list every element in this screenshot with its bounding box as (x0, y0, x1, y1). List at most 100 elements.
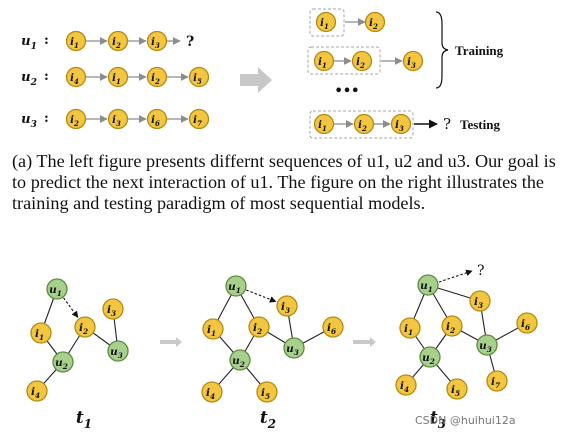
graph-3-node-i6-circle (516, 312, 538, 334)
train-2-input-2: i2 (351, 50, 373, 72)
time-step-label-2: t2 (260, 408, 276, 431)
graph-1-node-i1: i1 (30, 322, 52, 344)
graph-2-node-i3-circle (276, 295, 298, 317)
graph-2-node-i5-label: i5 (261, 387, 270, 401)
graph-3-node-i5: i5 (446, 378, 468, 400)
graph-1-node-i4-circle (26, 380, 48, 402)
graph-2-node-u2-label: u2 (232, 355, 245, 369)
graph-1-node-i4-label: i4 (31, 386, 40, 400)
test-input-1-label: i1 (318, 120, 327, 133)
seq-2-item-2-label: i2 (151, 73, 160, 86)
seq-1-item-1-circle (65, 30, 87, 52)
train-2-target-circle (402, 50, 424, 72)
seq-3-item-7-label: i7 (193, 115, 202, 128)
seq-2-item-5-circle (188, 66, 210, 88)
graph-1-node-i1-circle (30, 322, 52, 344)
graph-3-node-i4-label: i4 (400, 380, 409, 394)
graph-2-node-u1: u1 (225, 275, 247, 297)
graph-1-node-u1-circle (46, 278, 68, 300)
graph-2-node-i5: i5 (256, 381, 278, 403)
graph-1-node-u2-circle (52, 351, 74, 373)
seq-3-item-3-circle (107, 108, 129, 130)
input-window-box (307, 46, 381, 75)
seq-2-item-1-label: i1 (112, 73, 121, 86)
predicted-edge (246, 289, 277, 303)
colon: : (44, 69, 49, 84)
train-1-target-circle (364, 11, 386, 33)
graph-3-node-u1: u1 (417, 274, 439, 296)
graph-3-node-i2: i2 (441, 315, 463, 337)
test-input-3: i3 (390, 113, 412, 135)
graph-2-node-i6-label: i6 (327, 322, 336, 336)
colon: : (44, 111, 49, 126)
seq-2-item-2: i2 (146, 66, 168, 88)
train-1-input-circle (315, 11, 337, 33)
graph-3-node-i1: i1 (399, 317, 421, 339)
graph-1-node-i2-circle (74, 316, 96, 338)
graph-3-node-i5-circle (446, 378, 468, 400)
test-input-3-circle (390, 113, 412, 135)
graph-2-node-i2: i2 (248, 316, 270, 338)
user-2-label: u2 (21, 70, 37, 88)
query-edge (438, 269, 473, 283)
graph-3-node-i4: i4 (395, 374, 417, 396)
graph-2-node-u2-circle (229, 349, 251, 371)
train-1-target: i2 (364, 11, 386, 33)
graph-2-node-u1-circle (225, 275, 247, 297)
figure-caption: (a) The left figure presents differnt se… (12, 151, 556, 213)
graph-1-node-i2-label: i2 (79, 322, 88, 336)
seq-1-item-3-label: i3 (151, 37, 160, 50)
seq-1-item-2: i2 (107, 30, 129, 52)
seq-3-item-6-label: i6 (151, 115, 160, 128)
graph-1-node-u2-label: u2 (55, 357, 68, 371)
graph-1-node-i2: i2 (74, 316, 96, 338)
graph-3-node-i2-label: i2 (446, 321, 455, 335)
test-target-unknown: ? (443, 115, 451, 133)
seq-2-item-4-circle (65, 66, 87, 88)
seq-2-item-2-circle (146, 66, 168, 88)
graph-3-node-i6: i6 (516, 312, 538, 334)
test-input-1-circle (313, 113, 335, 135)
seq-1-item-3: i3 (146, 30, 168, 52)
training-brace (435, 11, 449, 89)
graph-3-node-i2-circle (441, 315, 463, 337)
seq-2-item-5-label: i5 (193, 73, 202, 86)
graph-1-node-u3-circle (107, 340, 129, 362)
train-2-target-label: i3 (407, 57, 416, 70)
seq-2-item-1: i1 (107, 66, 129, 88)
graph-3-node-i1-label: i1 (404, 323, 413, 337)
query-unknown: ? (477, 263, 485, 279)
graph-3-node-u1-circle (417, 274, 439, 296)
seq-3-item-3: i3 (107, 108, 129, 130)
seq-3-item-6: i6 (146, 108, 168, 130)
transition-arrow (240, 67, 272, 93)
graph-2-node-i3-label: i3 (281, 301, 290, 315)
seq-1-item-2-label: i2 (112, 37, 121, 50)
seq-1-item-3-circle (146, 30, 168, 52)
graph-3-node-i3-label: i3 (474, 296, 483, 310)
graph-1-node-i3: i3 (102, 298, 124, 320)
predicted-edge (63, 297, 79, 318)
graph-2-node-i1: i1 (202, 318, 224, 340)
graph-1-node-i1-label: i1 (35, 328, 44, 342)
graph-2-node-i3: i3 (276, 295, 298, 317)
time-step-label-3: t3 (430, 408, 446, 431)
graph-3-node-i3: i3 (469, 290, 491, 312)
graph-1-node-i4: i4 (26, 380, 48, 402)
graph-3-node-u1-label: u1 (420, 280, 433, 294)
graph-2-node-u3-label: u3 (286, 343, 299, 357)
graph-transition-arrow (160, 337, 182, 347)
graph-3-node-i7-label: i7 (491, 376, 501, 390)
graph-2-node-i6-circle (322, 316, 344, 338)
graph-2-node-i1-circle (202, 318, 224, 340)
graph-3-node-i7-circle (486, 370, 508, 392)
test-input-2-circle (353, 113, 375, 135)
test-input-1: i1 (313, 113, 335, 135)
seq-3-item-2-label: i2 (70, 115, 79, 128)
input-window-box (309, 110, 414, 139)
graph-1-node-i3-circle (102, 298, 124, 320)
seq-2-item-1-circle (107, 66, 129, 88)
